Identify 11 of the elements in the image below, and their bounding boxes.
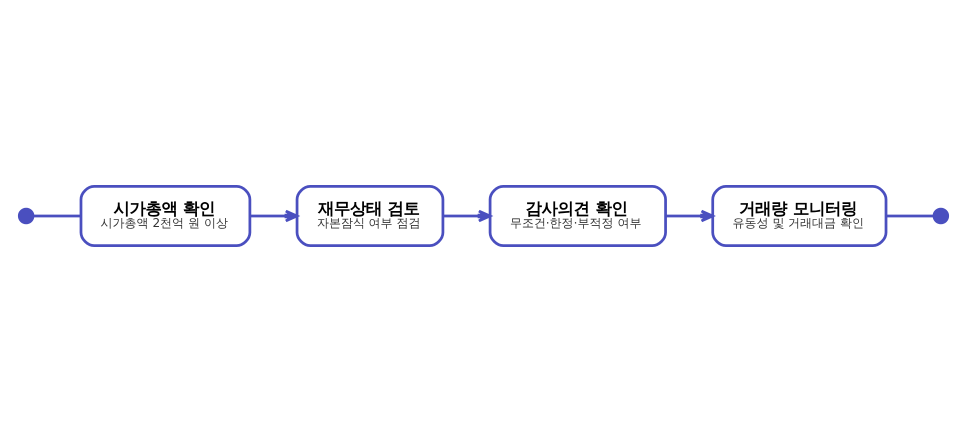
node-box: 시가총액 확인 시가총액 2천억 원 이상 <box>80 185 252 247</box>
connector <box>34 214 81 218</box>
connector <box>886 214 934 218</box>
node-box: 감사의견 확인 무조건·한정·부적정 여부 <box>488 185 667 247</box>
arrow <box>666 210 714 222</box>
node-circle <box>18 208 34 224</box>
node-circle <box>932 208 950 224</box>
arrow <box>443 210 492 222</box>
arrow <box>250 210 298 222</box>
node-box: 거래량 모니터링 유동성 및 거래대금 확인 <box>711 185 888 247</box>
node-box: 재무상태 검토 자본잠식 여부 점검 <box>296 185 444 247</box>
